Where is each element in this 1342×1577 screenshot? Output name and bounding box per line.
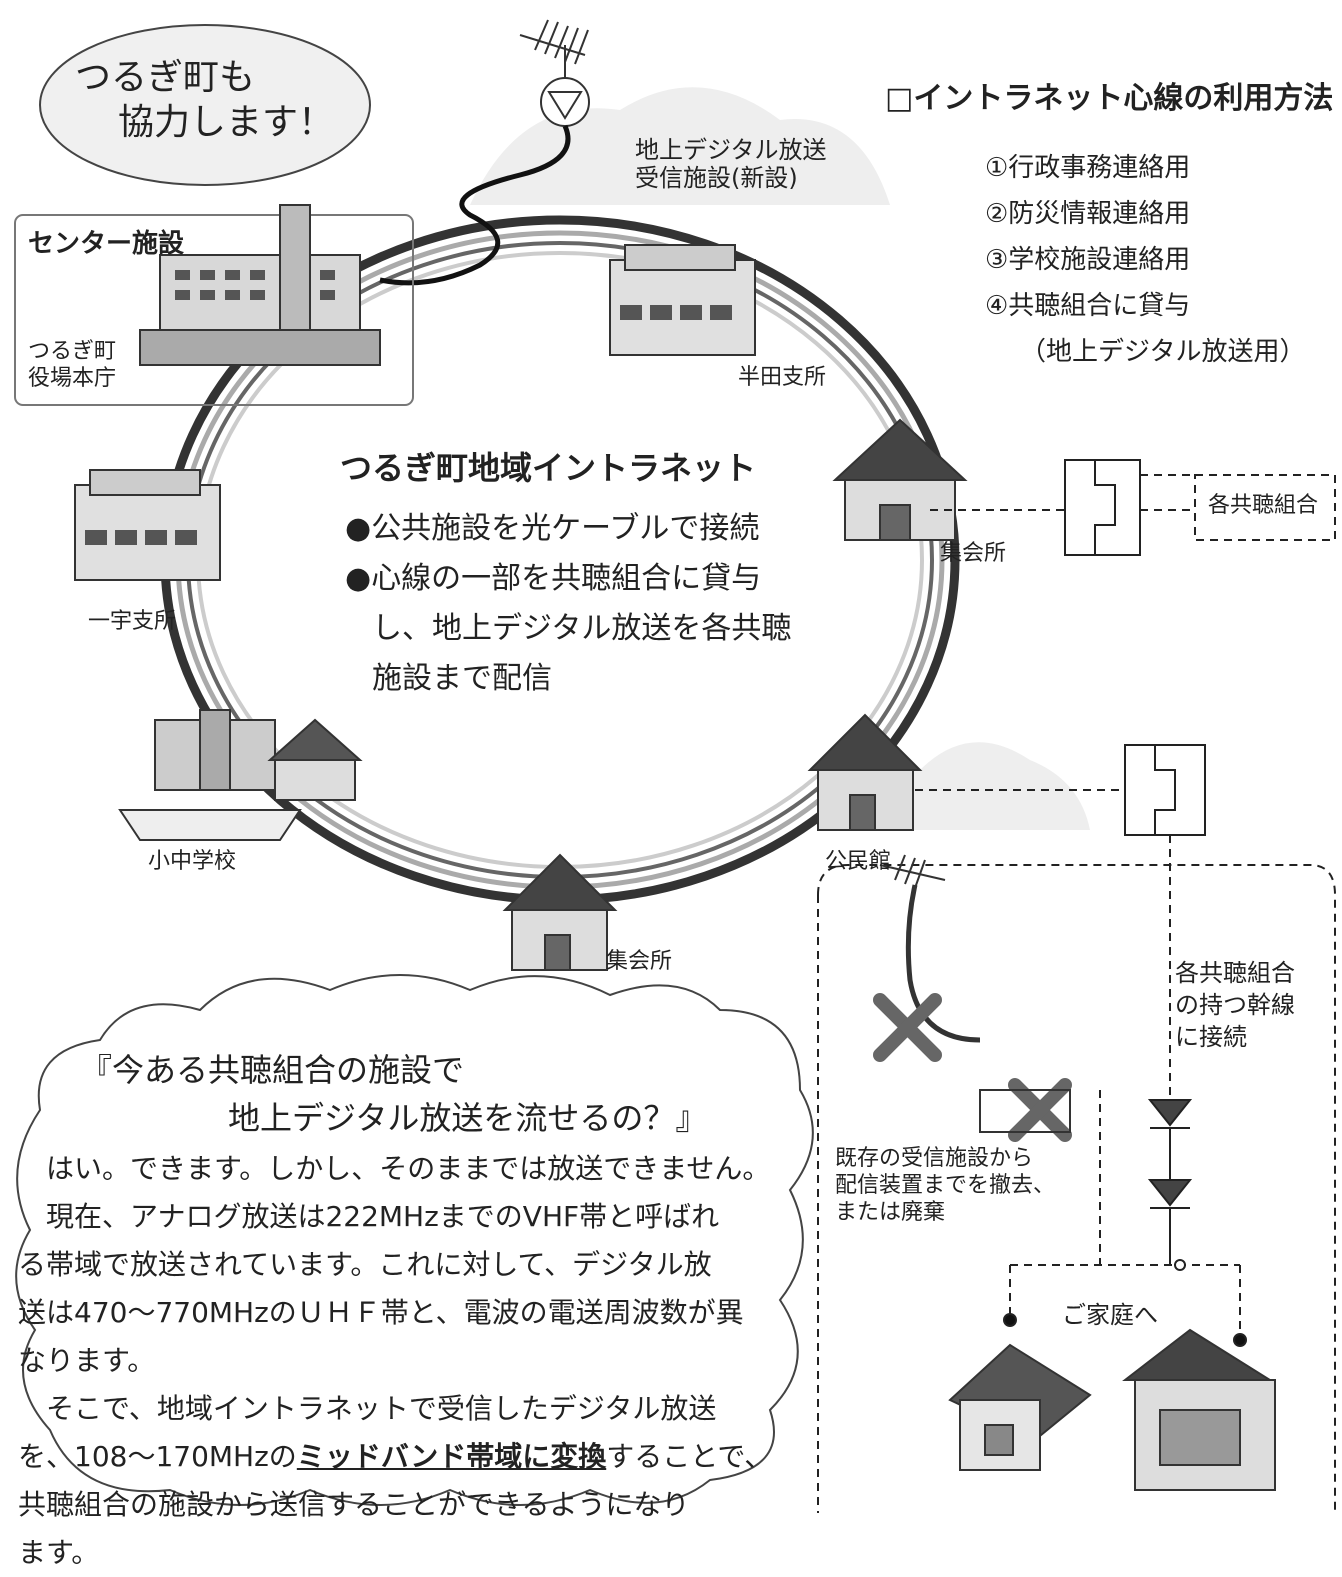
intranet-bullet-1: ●公共施設を光ケーブルで接続	[345, 511, 760, 546]
node-label-hall-1: 集会所	[940, 541, 1007, 566]
home-building-1	[948, 1343, 1092, 1471]
home-building-2	[1122, 1328, 1276, 1491]
removal-x-icons	[873, 993, 1072, 1142]
qa-answer-p3-l2: を、108〜170MHzのミッドバンド帯域に変換することで、	[18, 1433, 788, 1481]
removal-note-line3: または廃棄	[835, 1200, 946, 1225]
old-antenna-icon	[879, 854, 981, 1043]
qa-question-line1: 『今ある共聴組合の施設で	[80, 1051, 465, 1089]
meeting-hall-building-2	[502, 853, 618, 971]
qa-answer-p3-l2a: を、108〜170MHzの	[18, 1440, 297, 1473]
qa-answer-p2-l1: 現在、アナログ放送は222MHzまでのVHF帯と呼ばれ	[46, 1200, 720, 1233]
qa-answer-p3-l3: 共聴組合の施設から送信することができるようになり	[18, 1488, 690, 1521]
kyocho-box-label: 各共聴組合	[1208, 493, 1319, 518]
connector-lines	[817, 474, 1336, 1513]
node-label-school: 小中学校	[148, 849, 237, 874]
ichiu-branch-building	[74, 469, 221, 581]
removal-note-line2: 配信装置までを撤去、	[835, 1173, 1056, 1198]
town-office-label-line2: 役場本庁	[28, 366, 117, 391]
intranet-bullet-2-line1: ●心線の一部を共聴組合に貸与	[345, 561, 762, 596]
callout-bubble	[39, 24, 371, 186]
qa-answer-p2-l2: る帯域で放送されています。これに対して、デジタル放	[18, 1248, 712, 1281]
callout-line2: 協力します！	[118, 102, 335, 143]
center-facility-title: センター施設	[28, 229, 185, 259]
qa-answer-p3-l1: そこで、地域イントラネットで受信したデジタル放送	[46, 1392, 717, 1425]
distribution-box-1	[1064, 459, 1141, 556]
node-label-handa: 半田支所	[738, 365, 827, 390]
node-label-hall-2: 集会所	[606, 949, 673, 974]
antenna-label-line2: 受信施設(新設)	[635, 164, 798, 192]
usage-item-1: ①行政事務連絡用	[985, 153, 1191, 183]
qa-answer-body: はい。できます。しかし、そのままでは放送できません。 現在、アナログ放送は222…	[18, 1145, 788, 1577]
qa-cloud	[15, 974, 814, 1506]
trunk-note-line2: の持つ幹線	[1175, 991, 1295, 1019]
home-label: ご家庭へ	[1062, 1301, 1158, 1329]
school-building	[118, 709, 363, 841]
qa-answer-p2-l3: 送は470〜770MHzのＵＨＦ帯と、電波の電送周波数が異	[18, 1296, 744, 1329]
intranet-bullet-2-line2: し、地上デジタル放送を各共聴	[372, 611, 792, 646]
node-label-ichiu: 一宇支所	[88, 609, 177, 634]
center-facility-frame	[14, 214, 414, 406]
node-label-kominkan: 公民館	[825, 849, 892, 874]
antenna-label-line1: 地上デジタル放送	[635, 136, 827, 164]
intranet-bullet-2-line3: 施設まで配信	[372, 661, 552, 696]
amplifier-icons	[1003, 1099, 1247, 1347]
antenna-icon	[519, 19, 590, 127]
qa-answer-p1: はい。できます。しかし、そのままでは放送できません。	[46, 1152, 771, 1185]
qa-answer-p2-l4: なります。	[18, 1344, 156, 1377]
town-office-label-line1: つるぎ町	[28, 339, 117, 364]
usage-item-4: ④共聴組合に貸与	[985, 291, 1191, 321]
antenna-cable	[379, 124, 571, 286]
meeting-hall-building-1	[832, 418, 968, 541]
town-hall-building	[139, 204, 381, 366]
qa-answer-p3-highlight: ミッドバンド帯域に変換	[296, 1440, 607, 1473]
intranet-title: つるぎ町地域イントラネット	[340, 449, 757, 487]
qa-answer-p3-l2b: することで、	[606, 1440, 773, 1473]
usage-heading: □イントラネット心線の利用方法	[885, 81, 1334, 116]
kominkan-building	[807, 713, 923, 831]
diagram-graphics	[14, 19, 1336, 1513]
usage-item-3: ③学校施設連絡用	[985, 245, 1191, 275]
trunk-note-line1: 各共聴組合	[1175, 959, 1295, 987]
qa-answer-p3-l4: ます。	[18, 1536, 100, 1569]
usage-item-2: ②防災情報連絡用	[985, 199, 1191, 229]
qa-question-line2: 地上デジタル放送を流せるの？』	[228, 1099, 708, 1137]
distribution-box-2	[1124, 744, 1206, 836]
removal-note-line1: 既存の受信施設から	[835, 1146, 1034, 1171]
trunk-note-line3: に接続	[1175, 1023, 1247, 1051]
old-distributor	[979, 1089, 1071, 1133]
usage-item-4-sub: （地上デジタル放送用）	[1020, 337, 1306, 367]
handa-branch-building	[609, 244, 756, 356]
callout-line1: つるぎ町も	[75, 57, 256, 98]
